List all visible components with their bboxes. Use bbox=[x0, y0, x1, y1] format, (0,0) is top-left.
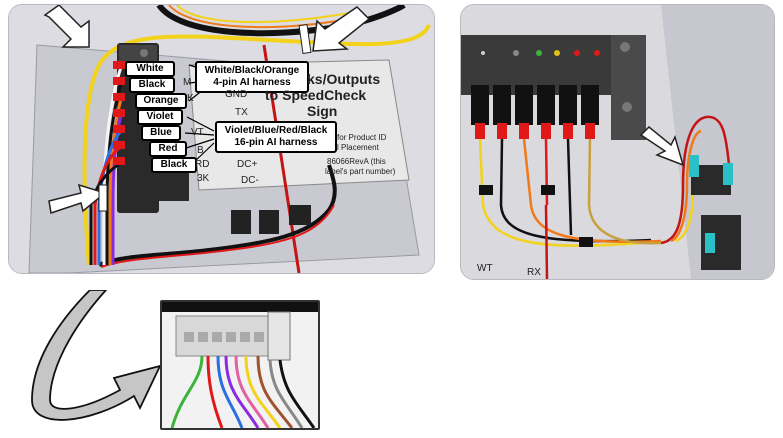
label-rx: RX bbox=[527, 267, 541, 278]
terminal-right-gnd: GND bbox=[225, 89, 248, 100]
terminal-left-4: B bbox=[197, 145, 204, 156]
harness-4pin-callout: White/Black/Orange 4-pin AI harness bbox=[195, 61, 309, 93]
terminal-right-dcminus: DC- bbox=[241, 175, 259, 186]
connector-closeup-drawing bbox=[162, 302, 318, 428]
sign-title-line1: ks/Outputs bbox=[307, 71, 381, 87]
arrow-terminal-right bbox=[639, 125, 685, 167]
terminal-right-tx: TX bbox=[235, 107, 248, 118]
terminal-left-3: VT bbox=[191, 127, 204, 138]
sign-product-id-line1: for Product ID bbox=[337, 133, 387, 142]
terminal-right-dcplus: DC+ bbox=[237, 159, 258, 170]
arrow-top-left bbox=[43, 5, 90, 48]
harness-16pin-callout: Violet/Blue/Red/Black 16-pin AI harness bbox=[215, 121, 337, 153]
connector-closeup bbox=[160, 300, 320, 430]
terminal-left-6: 3K bbox=[197, 173, 210, 184]
sign-title-line2: to SpeedCheck bbox=[265, 87, 367, 103]
wire-label-white: White bbox=[125, 61, 175, 77]
sign-title-line3: Sign bbox=[307, 103, 338, 119]
wire-label-black-2: Black bbox=[151, 157, 197, 173]
sign-part-line2: label's part number) bbox=[325, 167, 396, 176]
wire-label-red: Red bbox=[149, 141, 187, 157]
wire-label-orange: Orange bbox=[135, 93, 187, 109]
terminal-block-drawing bbox=[461, 5, 774, 279]
terminal-block-view: WT RX bbox=[460, 4, 775, 280]
flip-arrow-icon bbox=[31, 290, 162, 421]
enclosure-wiring-view: White Black Orange Violet Blue Red Black… bbox=[8, 4, 435, 274]
arrow-left-middle bbox=[48, 183, 107, 214]
terminal-left-1: M bbox=[183, 77, 192, 88]
arrow-top-right bbox=[312, 6, 371, 52]
terminal-left-2: K bbox=[187, 93, 194, 104]
sign-part-line1: 86066RevA (this bbox=[327, 157, 386, 166]
sign-product-id-line2: l Placement bbox=[337, 143, 379, 152]
wire-label-black: Black bbox=[129, 77, 175, 93]
label-wt: WT bbox=[477, 263, 493, 274]
wire-label-violet: Violet bbox=[137, 109, 183, 125]
wire-label-blue: Blue bbox=[141, 125, 181, 141]
terminal-left-5: RD bbox=[195, 159, 210, 170]
